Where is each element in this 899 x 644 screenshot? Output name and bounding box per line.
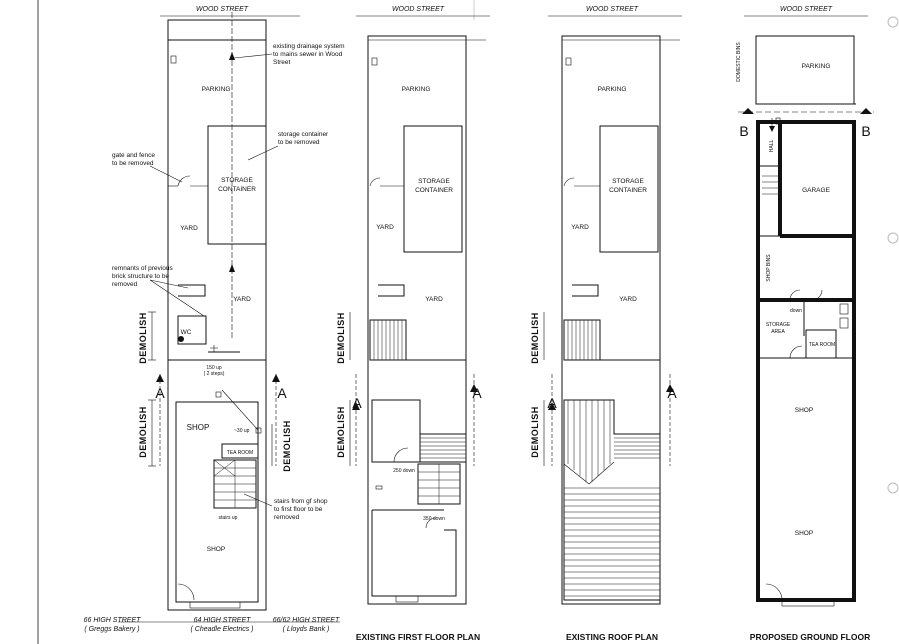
parking-label: PARKING	[202, 86, 231, 93]
neighbour-tenant: ( Greggs Bakery )	[84, 626, 139, 633]
parking-label: PARKING	[802, 63, 831, 70]
remnants-note: brick structure to be	[112, 273, 169, 280]
hall-label: HALL	[769, 140, 775, 153]
section-a-right: A	[277, 385, 287, 401]
up-note: ~30 up	[234, 428, 250, 434]
gate-note: gate and fence	[112, 152, 155, 159]
demolish-label: DEMOLISH	[530, 406, 540, 458]
garage-label: GARAGE	[802, 187, 830, 194]
parking-label: PARKING	[402, 86, 431, 93]
neighbour-tenant: ( Cheadle Electrics )	[190, 626, 253, 633]
storage-area-label: STORAGE	[766, 322, 791, 328]
plan-existing-first-floor: WOOD STREET	[336, 6, 490, 642]
tea-room	[221, 443, 259, 459]
demolish-label: DEMOLISH	[530, 312, 540, 364]
plan-title: EXISTING ROOF PLAN	[566, 632, 658, 642]
street-label: WOOD STREET	[392, 6, 445, 13]
stairs-note: to first floor to be	[274, 506, 323, 513]
container-label: CONTAINER	[609, 187, 647, 194]
yard-label: YARD	[571, 224, 589, 231]
tea-room-label: TEA ROOM	[227, 450, 253, 456]
yard-label: YARD	[376, 224, 394, 231]
plan-existing-roof: WOOD STREET	[530, 6, 682, 642]
punch-hole	[887, 482, 899, 494]
punch-hole	[887, 232, 899, 244]
storage-area-label: AREA	[771, 329, 785, 335]
neighbour-tenant: ( Lloyds Bank )	[283, 626, 330, 633]
remnants-note: remnants of previous	[112, 265, 173, 272]
container-label: STORAGE	[612, 178, 644, 185]
shop-bins-label: SHOP BINS	[766, 254, 772, 282]
section-b-left: B	[739, 123, 748, 139]
stairs-note: stairs from gf shop	[274, 498, 328, 505]
demolish-label: DEMOLISH	[336, 312, 346, 364]
down-label: down	[790, 308, 802, 314]
street-label: WOOD STREET	[196, 6, 249, 13]
neighbour-address: 66/62 HIGH STREET	[273, 617, 340, 624]
shop-label: SHOP	[187, 423, 210, 432]
section-a-right: A	[472, 385, 482, 401]
section-a-left: A	[352, 395, 362, 411]
wc-room	[177, 315, 207, 345]
demolish-label: DEMOLISH	[336, 406, 346, 458]
yard-label: YARD	[233, 296, 251, 303]
drainage-note: to mains sewer in Wood	[273, 51, 343, 58]
demolish-label: DEMOLISH	[282, 420, 292, 472]
shop-label: SHOP	[795, 530, 813, 537]
container-label: STORAGE	[221, 177, 253, 184]
stairs-note: removed	[274, 514, 300, 521]
down-note: 350 down	[423, 516, 445, 522]
steps-note: ( 2 steps)	[204, 371, 225, 377]
gate-note: to be removed	[112, 160, 154, 167]
shop-label: SHOP	[207, 546, 225, 553]
container-label: CONTAINER	[218, 186, 256, 193]
yard-label: YARD	[180, 225, 198, 232]
demolish-label: DEMOLISH	[138, 312, 148, 364]
yard-label: YARD	[425, 296, 443, 303]
wc-label: WC	[181, 329, 192, 336]
container-label: STORAGE	[418, 178, 450, 185]
street-label: WOOD STREET	[780, 6, 833, 13]
neighbour-address: 66 HIGH STREET	[84, 617, 142, 624]
punch-hole	[887, 16, 899, 28]
tea-room	[805, 329, 837, 359]
container-note: storage container	[278, 131, 329, 138]
neighbour-address: 64 HIGH STREET	[194, 617, 252, 624]
section-b-right: B	[861, 123, 870, 139]
drainage-note: existing drainage system	[273, 43, 345, 50]
drainage-note: Street	[273, 59, 291, 66]
demolish-label: DEMOLISH	[138, 406, 148, 458]
bins-label: DOMESTIC BINS	[736, 42, 742, 82]
remnants-note: removed	[112, 281, 138, 288]
container-label: CONTAINER	[415, 187, 453, 194]
section-a-left: A	[155, 385, 165, 401]
steps-note: 150 up	[206, 365, 222, 371]
stairs-up-label: stairs up	[219, 515, 238, 521]
down-note: 250 down	[393, 468, 415, 474]
section-a-left: A	[547, 395, 557, 411]
neighbour-addresses: 66 HIGH STREET ( Greggs Bakery ) 64 HIGH…	[84, 617, 340, 633]
yard-label: YARD	[619, 296, 637, 303]
section-a-right: A	[667, 385, 677, 401]
plan-title: EXISTING FIRST FLOOR PLAN	[356, 632, 480, 642]
parking-label: PARKING	[598, 86, 627, 93]
storage-container	[207, 125, 267, 245]
plan-proposed-ground-floor: WOOD STREET DOMESTIC BINS PARKING	[736, 6, 874, 642]
container-note: to be removed	[278, 139, 320, 146]
plan-existing-ground-floor: WOOD STREET	[112, 6, 345, 611]
plan-title: PROPOSED GROUND FLOOR	[750, 632, 870, 642]
shop-label: SHOP	[795, 407, 813, 414]
street-label: WOOD STREET	[586, 6, 639, 13]
tea-room-label: TEA ROOM	[809, 342, 835, 348]
